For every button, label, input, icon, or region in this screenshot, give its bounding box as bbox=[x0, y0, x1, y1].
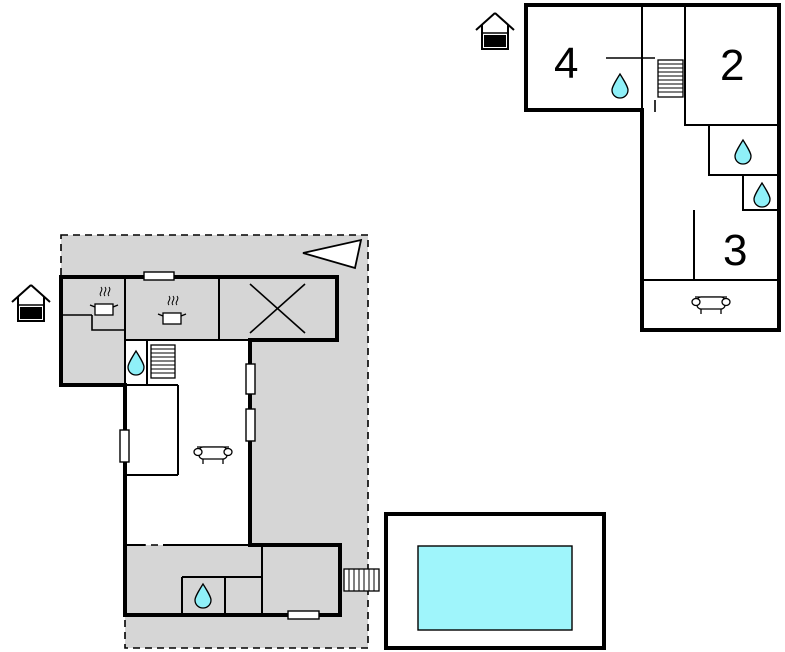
annex-house bbox=[524, 3, 781, 332]
sofa-icon bbox=[691, 296, 731, 315]
staircase-icon bbox=[150, 344, 176, 379]
water-drop-icon bbox=[753, 182, 771, 208]
compass-arrow-icon bbox=[302, 238, 363, 270]
storage-room-cross bbox=[249, 283, 306, 334]
window bbox=[287, 610, 320, 620]
terrace-area bbox=[60, 234, 369, 649]
room-number-2: 2 bbox=[720, 41, 744, 90]
room-number-4: 4 bbox=[554, 39, 578, 88]
sofa-icon bbox=[193, 446, 233, 465]
swimming-pool bbox=[384, 512, 606, 650]
window bbox=[245, 408, 256, 442]
window bbox=[119, 429, 130, 463]
staircase-icon bbox=[657, 59, 684, 98]
room-number-3: 3 bbox=[723, 226, 747, 275]
water-drop-icon bbox=[611, 73, 629, 99]
window bbox=[143, 271, 175, 281]
water-drop-icon bbox=[734, 139, 752, 165]
entrance-house-icon bbox=[475, 12, 515, 50]
main-house bbox=[59, 275, 342, 617]
entrance-house-icon bbox=[11, 284, 51, 322]
water-drop-icon bbox=[127, 350, 145, 376]
window bbox=[245, 363, 256, 395]
pool-steps bbox=[343, 568, 380, 592]
